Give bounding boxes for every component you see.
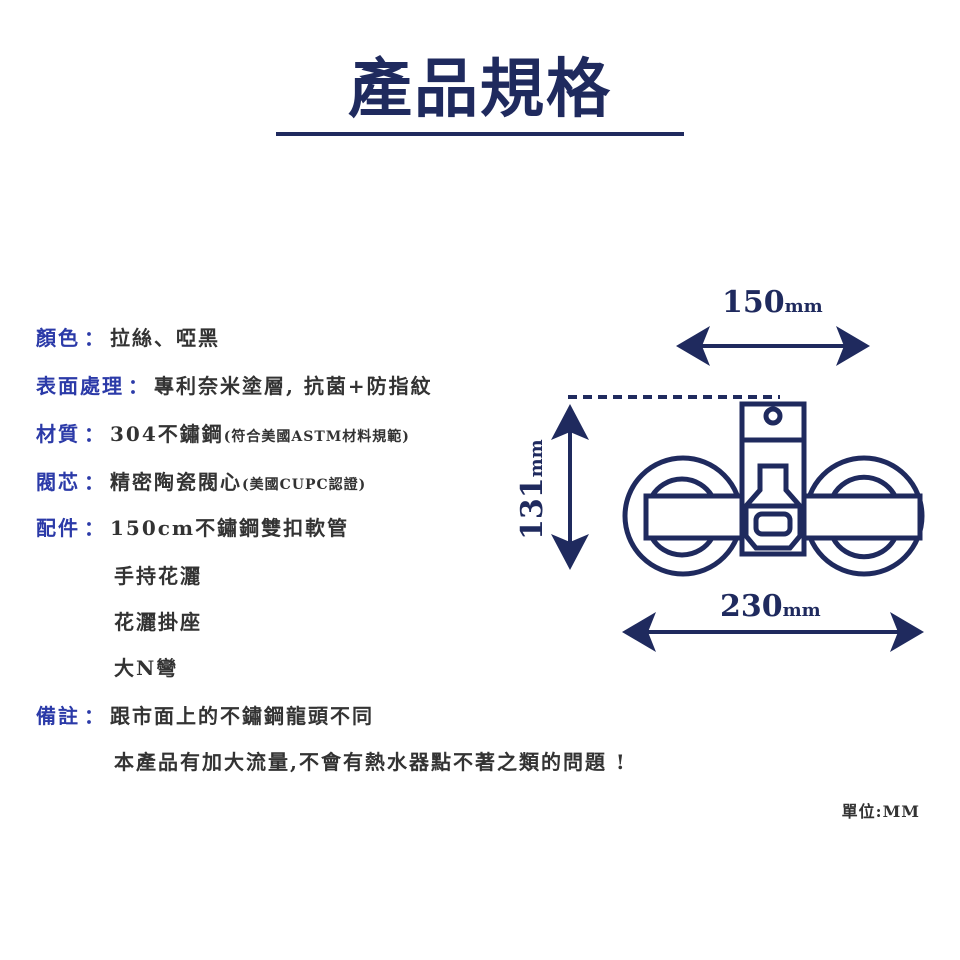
spec-remark: 備註：跟市面上的不鏽鋼龍頭不同 xyxy=(36,706,374,726)
spec-value: 304不鏽鋼 xyxy=(110,422,224,446)
spec-accessories: 配件：150cm不鏽鋼雙扣軟管 xyxy=(36,518,349,538)
spec-value: 跟市面上的不鏽鋼龍頭不同 xyxy=(110,704,374,728)
spec-label: 顏色 xyxy=(36,326,80,350)
spec-value: 精密陶瓷閥心 xyxy=(110,470,242,494)
spec-material: 材質：304不鏽鋼(符合美國ASTM材料規範) xyxy=(36,424,410,444)
accessory-item: 手持花灑 xyxy=(114,564,202,588)
title-divider xyxy=(276,132,684,136)
spec-separator: ： xyxy=(84,470,106,494)
spec-note: (符合美國ASTM材料規範) xyxy=(223,429,410,445)
spec-valve: 閥芯：精密陶瓷閥心(美國CUPC認證) xyxy=(36,472,366,492)
spec-label: 表面處理 xyxy=(36,374,124,398)
spec-separator: ： xyxy=(84,516,106,540)
spec-separator: ： xyxy=(84,704,106,728)
page-title: 產品規格 xyxy=(348,52,612,127)
spec-separator: ： xyxy=(84,326,106,350)
spec-value: 150cm不鏽鋼雙扣軟管 xyxy=(110,516,350,540)
spec-separator: ： xyxy=(128,374,150,398)
top-dimension-label: 150mm xyxy=(722,285,823,320)
faucet-dimension-diagram: 150mm 131mm xyxy=(515,285,925,652)
bottom-dimension-label: 230mm xyxy=(720,589,821,624)
bottom-width-arrow xyxy=(622,612,924,652)
top-width-arrow xyxy=(676,326,870,366)
spec-color: 顏色：拉絲、啞黑 xyxy=(36,328,220,348)
spec-label: 材質 xyxy=(36,422,80,446)
spec-value: 拉絲、啞黑 xyxy=(110,326,220,350)
spec-value: 專利奈米塗層, 抗菌+防指紋 xyxy=(154,374,433,398)
spec-separator: ： xyxy=(84,422,106,446)
height-dimension-label: 131mm xyxy=(515,439,550,540)
spec-label: 配件 xyxy=(36,516,80,540)
remark-line: 本產品有加大流量,不會有熱水器點不著之類的問題 ! xyxy=(114,750,627,774)
accessory-item: 花灑掛座 xyxy=(114,610,202,634)
spec-label: 閥芯 xyxy=(36,470,80,494)
height-arrow xyxy=(551,404,589,570)
spec-note: (美國CUPC認證) xyxy=(242,477,367,493)
spec-label: 備註 xyxy=(36,704,80,728)
accessory-item: 大N彎 xyxy=(114,656,179,680)
spec-surface: 表面處理：專利奈米塗層, 抗菌+防指紋 xyxy=(36,376,433,396)
unit-note: 單位:MM xyxy=(841,802,920,821)
faucet-outline xyxy=(622,401,925,577)
